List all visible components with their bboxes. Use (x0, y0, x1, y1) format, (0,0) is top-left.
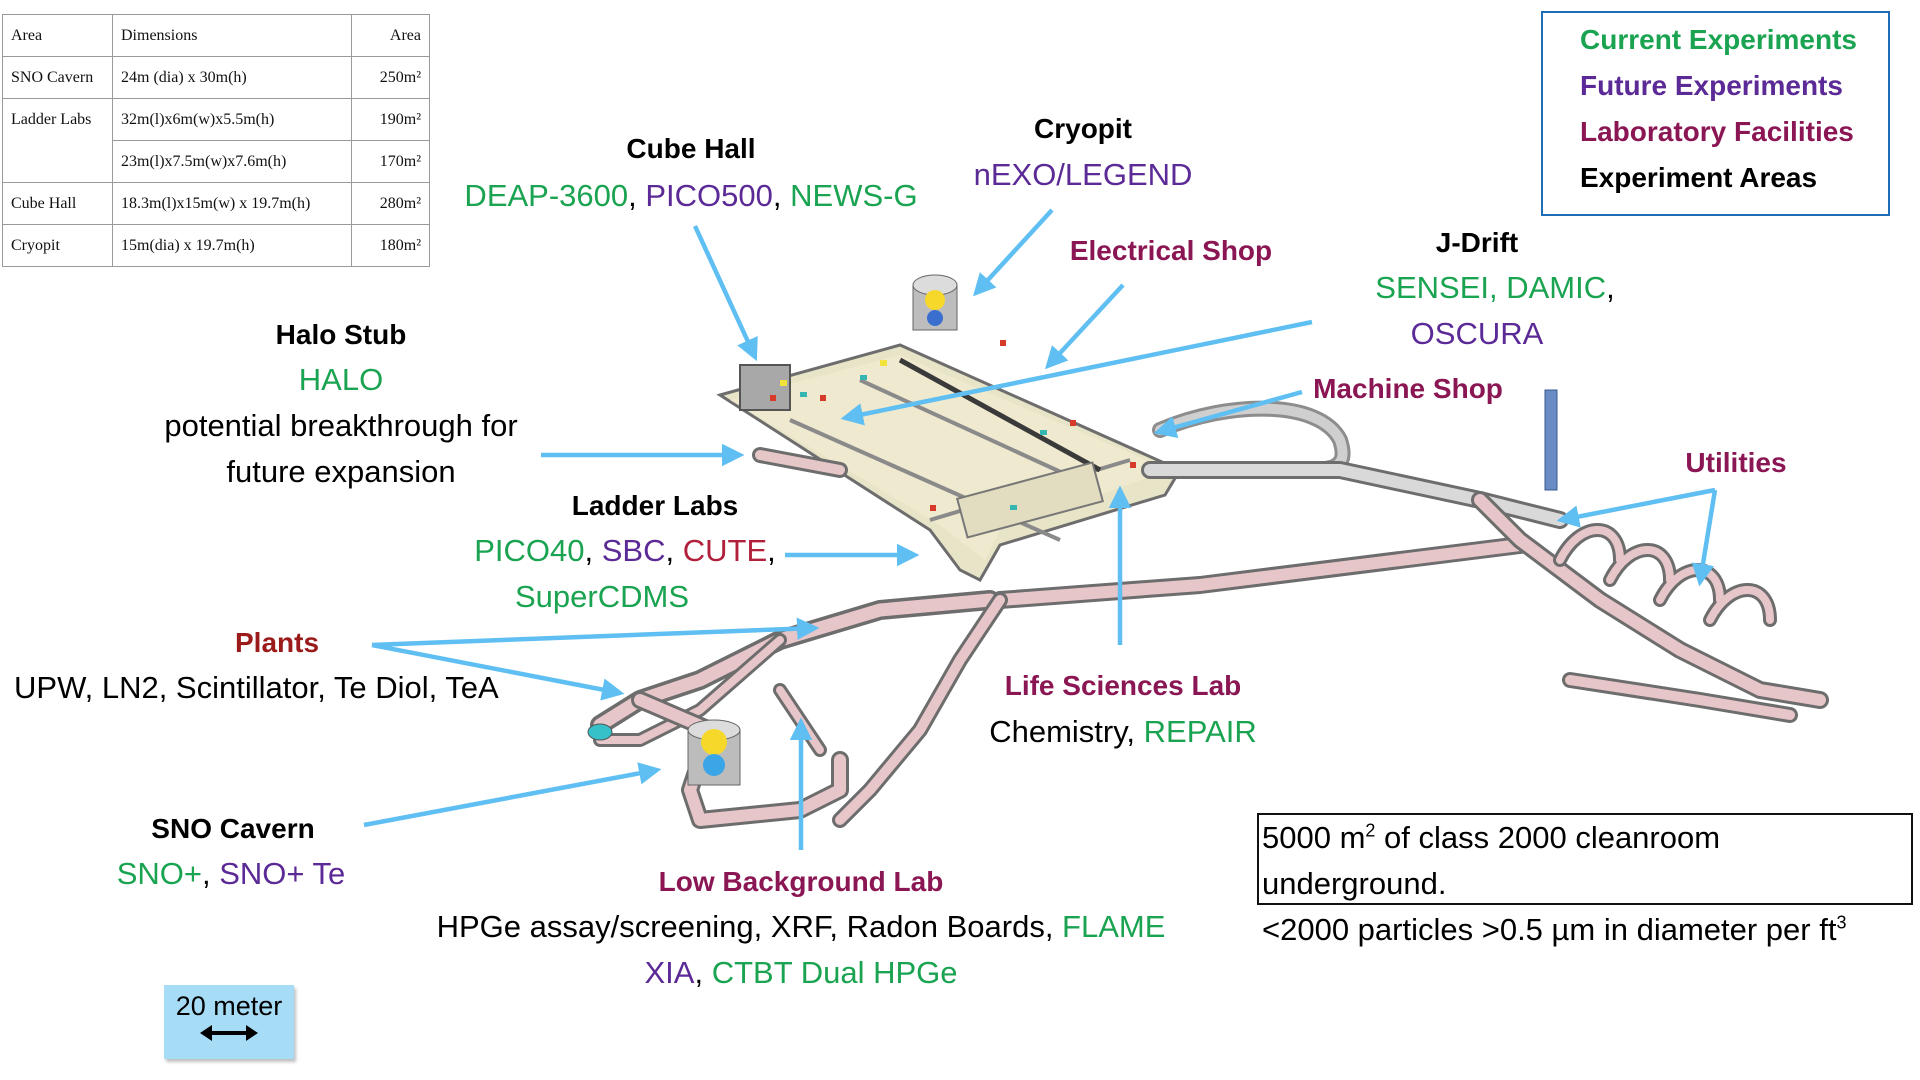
cryopit-experiment: nEXO/LEGEND (973, 157, 1193, 192)
low-background-line1: HPGe assay/screening, XRF, Radon Boards,… (437, 909, 1166, 945)
separator: , (201, 856, 220, 891)
halo-note-line2: future expansion (226, 454, 456, 489)
table-cell: 23m(l)x7.5m(w)x7.6m(h) (112, 140, 352, 183)
sno-cavern-title: SNO Cavern (151, 813, 315, 844)
cleanroom-line2: underground. (1262, 866, 1447, 901)
separator: , (628, 178, 646, 213)
legend-areas: Experiment Areas (1580, 162, 1818, 193)
low-background-line2: XIA, CTBT Dual HPGe (645, 955, 958, 991)
table-cell: 18.3m(l)x15m(w) x 19.7m(h) (112, 182, 352, 225)
life-sciences-items: Chemistry, REPAIR (989, 714, 1257, 750)
experiment-pico40: PICO40 (474, 533, 585, 568)
table-cell: 15m(dia) x 19.7m(h) (112, 224, 352, 267)
table-row: Cube Hall 18.3m(l)x15m(w) x 19.7m(h) 280… (2, 182, 430, 225)
table-row: Ladder Labs 32m(l)x6m(w)x5.5m(h) 190m² (2, 98, 430, 141)
utilities-label: Utilities (1685, 447, 1787, 478)
experiment-pico500: PICO500 (645, 178, 773, 213)
cryopit-title: Cryopit (1034, 113, 1132, 144)
experiment-deap: DEAP-3600 (464, 178, 629, 213)
legend-future: Future Experiments (1580, 70, 1843, 101)
cleanroom-box (1257, 813, 1913, 905)
upper-lab-complex (716, 274, 1183, 582)
separator: , (584, 533, 602, 568)
experiment-oscura: OSCURA (1410, 316, 1544, 351)
sno-cavern-experiments: SNO+, SNO+ Te (117, 856, 346, 892)
table-cell (2, 140, 113, 183)
legend-facilities: Laboratory Facilities (1580, 116, 1854, 147)
table-cell: 32m(l)x6m(w)x5.5m(h) (112, 98, 352, 141)
cleanroom-line3: <2000 particles >0.5 µm in diameter per … (1262, 912, 1846, 948)
halo-stub-title: Halo Stub (275, 319, 407, 350)
low-background-items: HPGe assay/screening, XRF, Radon Boards, (436, 909, 1063, 944)
cube-hall-experiments: DEAP-3600, PICO500, NEWS-G (464, 178, 917, 214)
life-sciences-title: Life Sciences Lab (1004, 670, 1242, 701)
legend: Current Experiments Future Experiments L… (1541, 11, 1890, 216)
table-cell: 250m² (351, 56, 430, 99)
table-cell: Cryopit (2, 224, 113, 267)
experiment-xia: XIA (644, 955, 695, 990)
table-row: Cryopit 15m(dia) x 19.7m(h) 180m² (2, 224, 430, 267)
j-drift-title: J-Drift (1435, 227, 1519, 258)
table-cell: 180m² (351, 224, 430, 267)
separator: , (665, 533, 683, 568)
scale-bar: 20 meter (164, 985, 294, 1059)
dimensions-table: Area Dimensions Area SNO Cavern 24m (dia… (2, 14, 430, 267)
separator: , (694, 955, 712, 990)
table-cell: SNO Cavern (2, 56, 113, 99)
experiment-sbc: SBC (601, 533, 666, 568)
separator: , (767, 533, 776, 568)
experiment-ctbt: CTBT Dual HPGe (711, 955, 958, 990)
plants-title: Plants (234, 627, 320, 658)
double-arrow-icon (200, 1025, 258, 1041)
plants-illustration (587, 723, 613, 741)
low-background-title: Low Background Lab (658, 866, 944, 897)
separator: , (1126, 714, 1144, 749)
table-header: Area (2, 14, 113, 57)
table-cell: 190m² (351, 98, 430, 141)
experiment-repair: REPAIR (1143, 714, 1257, 749)
callout-arrows (363, 208, 1718, 850)
legend-current: Current Experiments (1580, 24, 1857, 55)
experiment-sensei-damic: SENSEI, DAMIC (1375, 270, 1607, 305)
experiment-halo: HALO (298, 362, 384, 397)
superscript: 3 (1836, 912, 1847, 933)
table-cell: 280m² (351, 182, 430, 225)
table-cell: Ladder Labs (2, 98, 113, 141)
machine-shop-label: Machine Shop (1313, 373, 1503, 404)
experiment-supercdms: SuperCDMS (515, 579, 689, 614)
superscript: 2 (1365, 820, 1376, 841)
halo-note-line1: potential breakthrough for (164, 408, 518, 443)
sno-cavern-illustration (687, 719, 741, 786)
separator: , (1606, 270, 1615, 305)
ladder-labs-experiments: PICO40, SBC, CUTE, (474, 533, 776, 569)
table-cell: 24m (dia) x 30m(h) (112, 56, 352, 99)
table-header: Area (351, 14, 430, 57)
electrical-shop-label: Electrical Shop (1069, 235, 1273, 266)
cleanroom-area: 5000 m (1262, 820, 1366, 855)
experiment-cute: CUTE (682, 533, 768, 568)
cleanroom-line1: 5000 m2 of class 2000 cleanroom (1262, 820, 1720, 856)
table-cell: 170m² (351, 140, 430, 183)
table-header: Dimensions (112, 14, 352, 57)
lab-chemistry: Chemistry (989, 714, 1127, 749)
experiment-sno-plus-te: SNO+ Te (219, 856, 346, 891)
plants-items: UPW, LN2, Scintillator, Te Diol, TeA (14, 670, 499, 705)
experiment-sno-plus: SNO+ (116, 856, 202, 891)
shaft-illustration (1544, 389, 1558, 491)
table-row: 23m(l)x7.5m(w)x7.6m(h) 170m² (2, 140, 430, 183)
table-cell: Cube Hall (2, 182, 113, 225)
experiment-newsg: NEWS-G (790, 178, 918, 213)
j-drift-experiments: SENSEI, DAMIC, (1375, 270, 1614, 306)
table-header-row: Area Dimensions Area (2, 14, 430, 57)
experiment-flame: FLAME (1062, 909, 1166, 944)
table-row: SNO Cavern 24m (dia) x 30m(h) 250m² (2, 56, 430, 99)
cleanroom-class: of class 2000 cleanroom (1375, 820, 1721, 855)
ladder-labs-title: Ladder Labs (571, 490, 739, 521)
separator: , (772, 178, 791, 213)
tunnel-network (590, 400, 1829, 829)
cube-hall-title: Cube Hall (626, 133, 756, 164)
scale-label: 20 meter (175, 991, 283, 1021)
cleanroom-particles: <2000 particles >0.5 µm in diameter per … (1262, 912, 1837, 947)
